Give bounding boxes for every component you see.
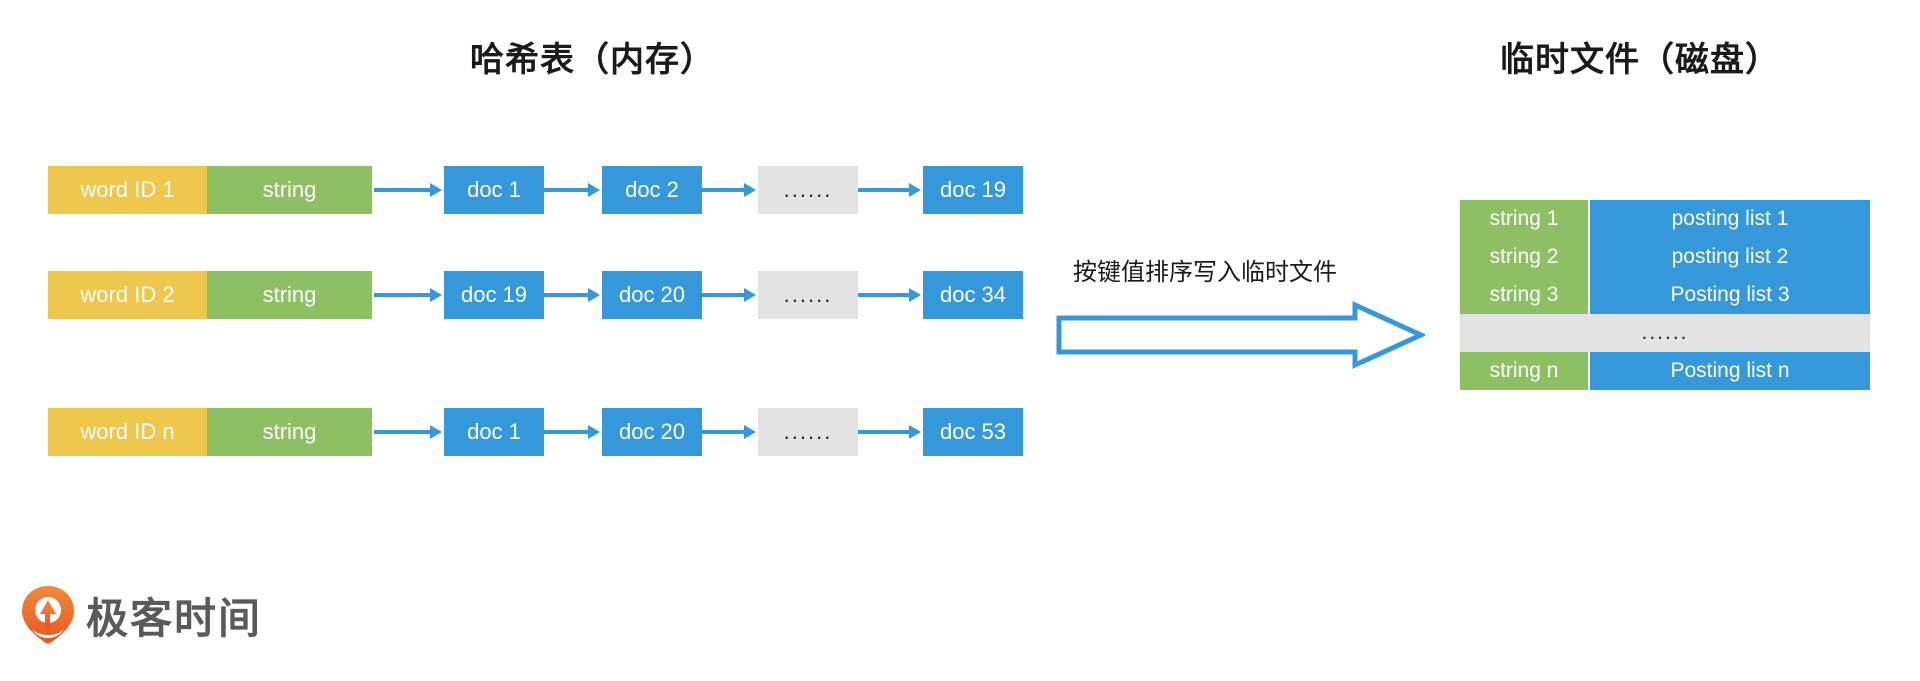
string-cell: string n (1460, 352, 1588, 390)
arrow-icon (702, 425, 758, 439)
arrow-icon (858, 288, 923, 302)
arrow-icon (702, 183, 758, 197)
table-row: string 1 posting list 1 (1460, 200, 1870, 238)
arrow-icon (374, 425, 444, 439)
doc-node-ellipsis: ...... (758, 166, 858, 214)
doc-node: doc 53 (923, 408, 1023, 456)
doc-node-ellipsis: ...... (758, 271, 858, 319)
doc-node: doc 34 (923, 271, 1023, 319)
posting-list-cell: Posting list n (1590, 352, 1870, 390)
doc-node: doc 2 (602, 166, 702, 214)
word-id-cell: word ID 1 (48, 166, 207, 214)
arrow-icon (374, 183, 444, 197)
doc-node: doc 19 (444, 271, 544, 319)
posting-list-cell: posting list 2 (1590, 238, 1870, 276)
string-cell: string (207, 166, 372, 214)
geektime-pin-icon (22, 586, 74, 644)
arrow-icon (544, 425, 602, 439)
transfer-caption: 按键值排序写入临时文件 (1073, 259, 1337, 286)
arrow-icon (702, 288, 758, 302)
temp-file-table: string 1 posting list 1 string 2 posting… (1460, 200, 1870, 390)
string-cell: string 1 (1460, 200, 1588, 238)
arrow-icon (858, 425, 923, 439)
table-row: string n Posting list n (1460, 352, 1870, 390)
arrow-icon (858, 183, 923, 197)
string-cell: string 3 (1460, 276, 1588, 314)
doc-node: doc 1 (444, 166, 544, 214)
table-row: string 3 Posting list 3 (1460, 276, 1870, 314)
string-cell: string (207, 408, 372, 456)
arrow-icon (544, 288, 602, 302)
arrow-icon (374, 288, 444, 302)
ellipsis-cell: ...... (1460, 314, 1870, 352)
doc-node: doc 20 (602, 408, 702, 456)
doc-node: doc 20 (602, 271, 702, 319)
doc-node: doc 1 (444, 408, 544, 456)
brand-logo-text: 极客时间 (86, 594, 263, 642)
arrow-icon (544, 183, 602, 197)
brand-logo: 极客时间 (20, 584, 262, 646)
page-title-temp-file: 临时文件（磁盘） (1500, 41, 1780, 79)
doc-node: doc 19 (923, 166, 1023, 214)
posting-list-cell: posting list 1 (1590, 200, 1870, 238)
word-id-cell: word ID n (48, 408, 207, 456)
table-row-ellipsis: ...... (1460, 314, 1870, 352)
word-id-cell: word ID 2 (48, 271, 207, 319)
block-arrow-right-icon (1056, 301, 1425, 369)
page-title-hash-table: 哈希表（内存） (470, 41, 715, 79)
table-row: string 2 posting list 2 (1460, 238, 1870, 276)
string-cell: string (207, 271, 372, 319)
posting-list-cell: Posting list 3 (1590, 276, 1870, 314)
string-cell: string 2 (1460, 238, 1588, 276)
doc-node-ellipsis: ...... (758, 408, 858, 456)
